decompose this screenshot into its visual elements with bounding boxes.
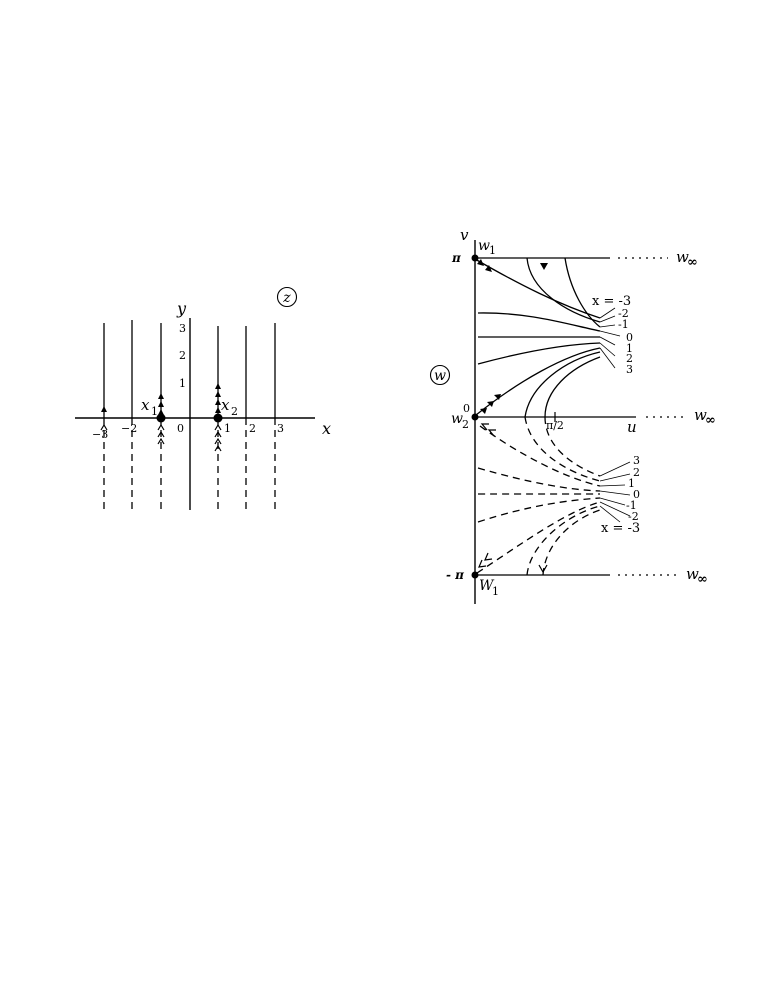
w-lower-label-3: 3 (633, 454, 640, 467)
w-label-w2: w 2 (451, 411, 469, 431)
w-upper-label-1: 1 (626, 342, 633, 355)
w-point-w2 (471, 413, 479, 421)
w-pi-label: π (451, 251, 461, 265)
w-point-W1 (471, 571, 479, 579)
w-lower-label-2: 2 (633, 466, 640, 479)
z-label-x1: x 1 (141, 396, 158, 418)
z-vertical-lines (103, 320, 276, 512)
svg-text:2: 2 (231, 405, 238, 418)
svg-text:w: w (686, 565, 699, 583)
w-upper-label-neg1: -1 (618, 318, 629, 331)
svg-text:1: 1 (151, 405, 158, 418)
z-x-tick-2: 2 (249, 422, 256, 435)
w-upper-arrows (477, 259, 548, 414)
w-upper-label-0: 0 (626, 331, 633, 344)
w-plane-badge: w (429, 364, 451, 386)
w-upper-curves (474, 257, 601, 418)
w-lower-curves (476, 416, 601, 576)
z-x-tick-0: 0 (177, 422, 184, 435)
w-upper-leaders (599, 307, 621, 369)
z-x-tick-neg3: −3 (92, 428, 108, 441)
z-y-tick-3: 3 (179, 322, 186, 335)
w-lower-label-neg2: -2 (628, 510, 639, 523)
svg-text:w: w (434, 368, 446, 384)
w-lower-arrows (478, 423, 548, 574)
w-zero-label: 0 (463, 402, 470, 415)
svg-text:∞: ∞ (705, 413, 716, 428)
svg-text:w: w (451, 411, 463, 427)
svg-text:z: z (282, 290, 291, 306)
w-neg-pi-label: - π (446, 568, 464, 582)
z-upward-arrows (101, 383, 221, 415)
w-label-w-inf-mid: w ∞ (694, 406, 716, 428)
w-plane: v u π - π 0 π/2 w 1 w 2 W 1 w ∞ w ∞ w ∞ (429, 226, 716, 604)
w-label-w-inf-top: w ∞ (676, 248, 698, 270)
svg-text:∞: ∞ (697, 572, 708, 587)
svg-text:x: x (221, 396, 230, 414)
w-label-W1: W 1 (479, 578, 499, 598)
w-lower-label-0: 0 (633, 488, 640, 501)
z-y-axis-label: y (176, 299, 187, 318)
w-label-w1: w 1 (478, 238, 496, 257)
w-u-axis-label: u (627, 418, 637, 436)
svg-text:∞: ∞ (687, 255, 698, 270)
svg-text:W: W (479, 578, 495, 594)
w-upper-label-2: 2 (626, 352, 633, 365)
svg-text:w: w (694, 406, 707, 424)
svg-text:w: w (478, 238, 490, 254)
z-point-x2 (213, 413, 223, 423)
z-y-tick-1: 1 (179, 377, 186, 390)
svg-text:x: x (141, 396, 150, 414)
z-label-x2: x 2 (221, 396, 238, 418)
w-lower-label-neg1: -1 (626, 499, 637, 512)
w-half-pi-label: π/2 (546, 419, 564, 432)
svg-text:1: 1 (492, 585, 499, 598)
z-plane: −3 −2 0 1 2 3 1 2 3 x y x 1 x 2 z (75, 286, 331, 512)
svg-text:w: w (676, 248, 689, 266)
w-lower-label-1: 1 (628, 477, 635, 490)
w-point-w1 (471, 254, 479, 262)
z-y-tick-2: 2 (179, 349, 186, 362)
w-upper-label-neg2: -2 (618, 307, 629, 320)
svg-text:1: 1 (489, 244, 496, 257)
z-x-tick-3: 3 (277, 422, 284, 435)
z-x-tick-1: 1 (224, 422, 231, 435)
w-upper-label-neg3: x = -3 (592, 294, 631, 309)
w-label-w-inf-bottom: w ∞ (686, 565, 708, 587)
w-upper-label-3: 3 (626, 363, 633, 376)
w-lower-label-neg3: x = -3 (601, 521, 640, 536)
z-plane-badge: z (276, 286, 298, 308)
z-point-x1 (156, 413, 166, 423)
svg-text:2: 2 (462, 418, 469, 431)
z-x-axis-label: x (322, 419, 331, 438)
w-v-axis-label: v (460, 226, 469, 244)
z-x-tick-neg2: −2 (121, 422, 137, 435)
z-downward-arrows (100, 423, 222, 452)
w-lower-leaders (599, 461, 631, 523)
